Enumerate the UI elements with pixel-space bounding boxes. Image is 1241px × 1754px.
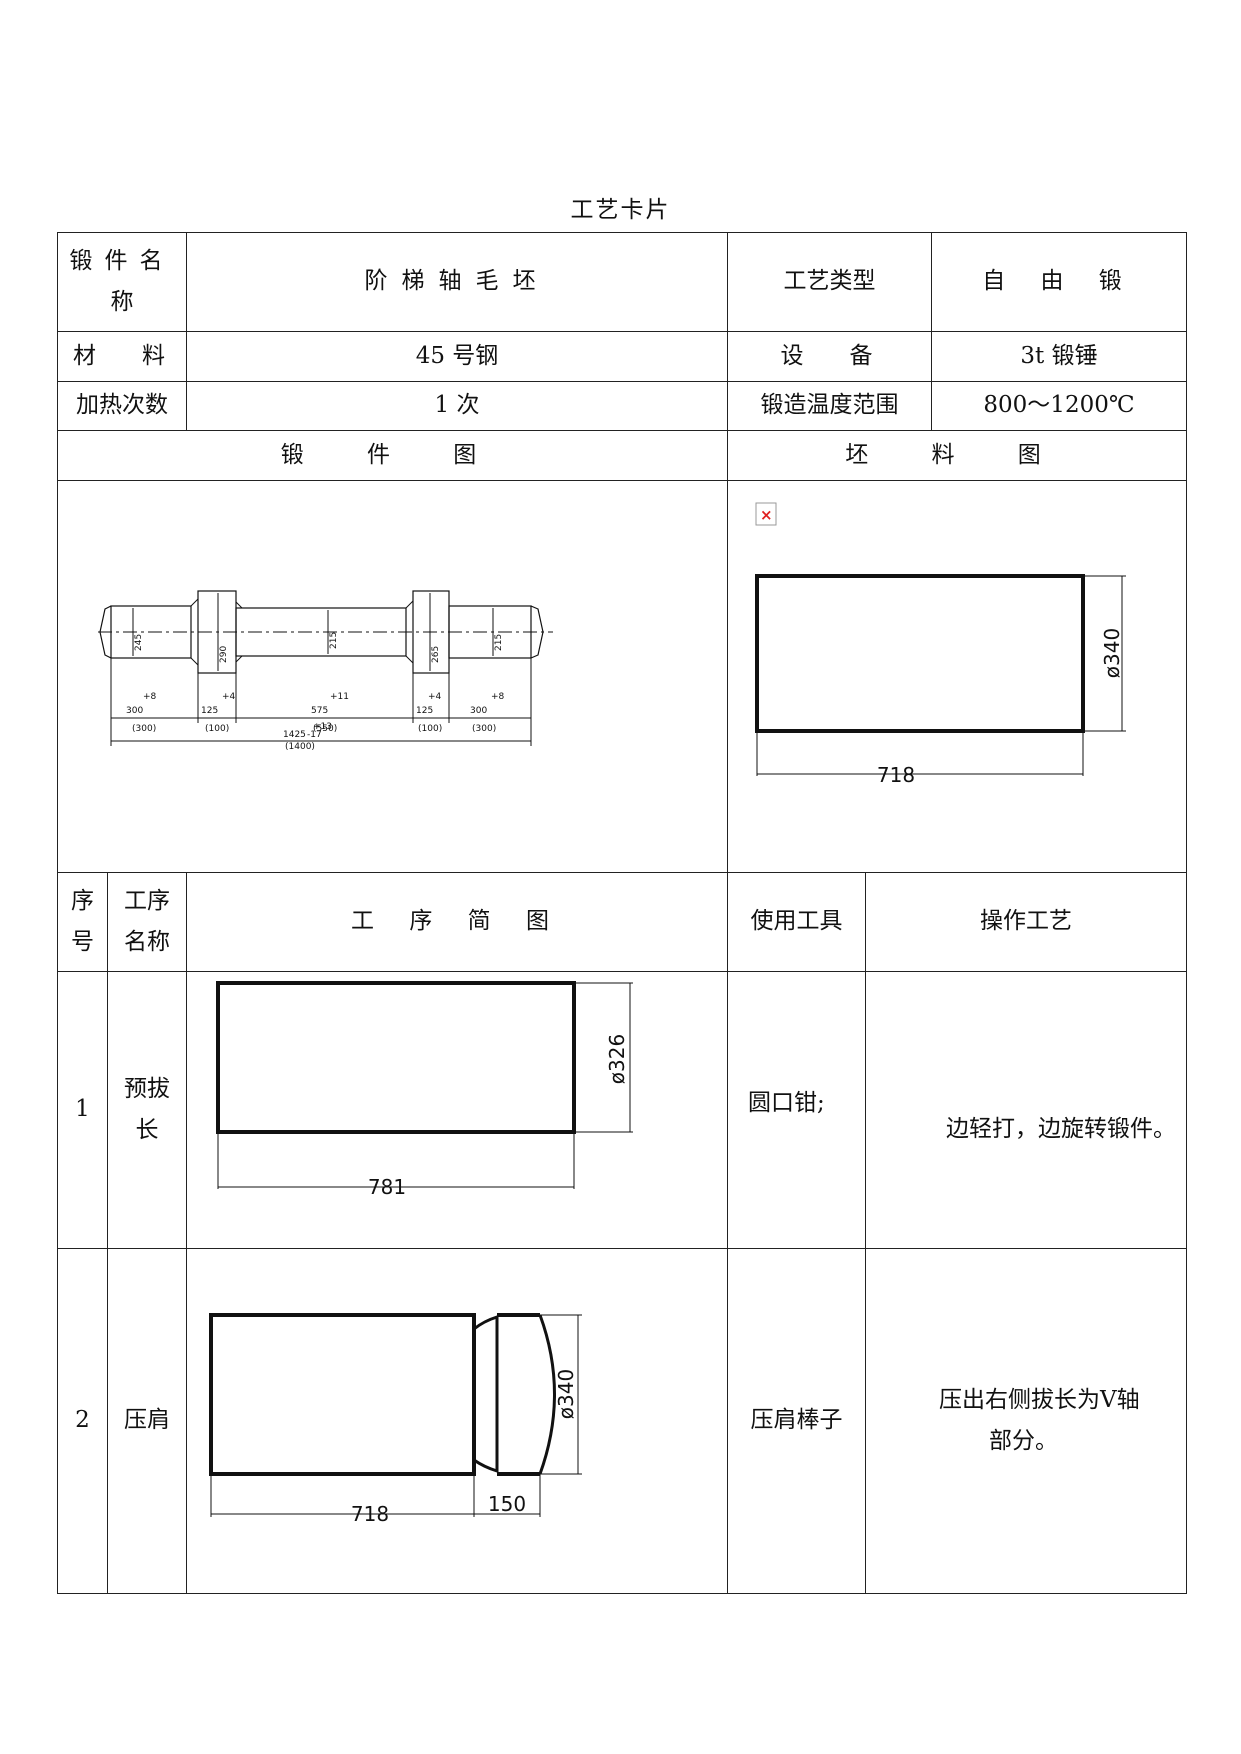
dim-shoulder-left-ref: (100) — [205, 724, 229, 734]
step-2-tool: 压肩棒子 — [727, 1248, 866, 1594]
forging-name-label-line1: 锻件名 — [69, 247, 175, 274]
dim-total-ref: (1400) — [285, 742, 315, 752]
heating-times-label: 加热次数 — [57, 381, 187, 431]
forging-drawing: 245 290 215 265 215 +8 300 (300) +4 125 … — [98, 590, 553, 752]
dim-shoulder-right-tol: +4 — [428, 692, 442, 702]
seq-header-line2: 号 — [71, 929, 94, 955]
forging-drawing-cell: 245 290 215 265 215 +8 300 (300) +4 125 … — [57, 480, 728, 873]
step-2-seq: 2 — [57, 1248, 108, 1594]
dim-shoulder-left-tol: +4 — [222, 692, 236, 702]
dim-left-ref: (300) — [132, 724, 156, 734]
billet-length-label: 718 — [877, 763, 915, 787]
dim-total: 1425 — [283, 730, 306, 740]
forging-name-label-line2: 称 — [110, 289, 134, 315]
billet-drawing: × 718 ø340 — [755, 502, 1126, 787]
step-1-operation: 边轻打，边旋转锻件。 — [865, 971, 1187, 1249]
step-1-diagram: 781 ø326 — [216, 981, 633, 1199]
dia-mark-5: 215 — [494, 634, 504, 651]
dim-mid-ref: (550) — [313, 724, 337, 734]
step-2-operation: 压出右侧拔长为Ⅴ轴 部分。 — [865, 1248, 1187, 1594]
equipment-value: 3t 锻锤 — [931, 331, 1187, 382]
heating-times-value: 1 次 — [186, 381, 728, 431]
step-1-length-label: 781 — [368, 1175, 406, 1199]
dim-left-tol: +8 — [143, 692, 157, 702]
step-2-operation-line1: 压出右侧拔长为Ⅴ轴 — [939, 1386, 1140, 1413]
step-1-tool: 圆口钳; — [727, 971, 866, 1249]
material-label: 材 料 — [57, 331, 187, 382]
dim-shoulder-left: 125 — [201, 706, 218, 716]
forging-temp-label: 锻造温度范围 — [727, 381, 932, 431]
step-2-length-label: 718 — [351, 1502, 389, 1526]
step-2-diagram: 718 150 ø340 — [209, 1313, 582, 1526]
step-1-name-line2: 长 — [135, 1117, 159, 1143]
dia-mark-2: 290 — [219, 646, 229, 663]
document-title: 工艺卡片 — [570, 197, 671, 223]
tools-header: 使用工具 — [727, 872, 866, 972]
dim-right-tol: +8 — [491, 692, 505, 702]
billet-drawing-cell: × 718 ø340 — [727, 480, 1187, 873]
step-name-header-line1: 工序 — [124, 887, 170, 914]
step-2-diameter-label: ø340 — [554, 1369, 578, 1419]
step-1-name-line1: 预拔 — [124, 1075, 170, 1102]
step-name-header-line2: 名称 — [124, 929, 170, 955]
dim-right-ref: (300) — [472, 724, 496, 734]
forging-temp-value: 800～1200℃ — [931, 381, 1187, 431]
dim-total-tol: +13 — [313, 722, 332, 732]
material-value: 45 号钢 — [186, 331, 728, 382]
dim-shoulder-right: 125 — [416, 706, 433, 716]
step-name-header: 工序 名称 — [107, 872, 187, 972]
seq-header-line1: 序 — [71, 887, 94, 914]
step-1-diagram-cell: 781 ø326 — [186, 971, 728, 1249]
step-2-diagram-cell: 718 150 ø340 — [186, 1248, 728, 1594]
operation-header: 操作工艺 — [865, 872, 1187, 972]
forging-name-label-cell: 锻件名 称 — [57, 232, 187, 332]
dim-shoulder-right-ref: (100) — [418, 724, 442, 734]
dim-mid: 575 — [311, 706, 328, 716]
step-2-shoulder-label: 150 — [488, 1492, 526, 1516]
forging-drawing-label: 锻 件 图 — [57, 430, 728, 481]
broken-image-icon: × — [755, 502, 777, 526]
process-type-label: 工艺类型 — [727, 232, 932, 332]
equipment-label: 设 备 — [727, 331, 932, 382]
dim-total-tol-low: -17 — [307, 730, 322, 740]
dim-right: 300 — [470, 706, 487, 716]
svg-text:×: × — [760, 506, 773, 524]
dim-mid-tol: +11 — [330, 692, 349, 702]
step-2-name: 压肩 — [107, 1248, 187, 1594]
forging-name-value: 阶梯轴毛坯 — [186, 232, 728, 332]
seq-header: 序 号 — [57, 872, 108, 972]
dia-mark-4: 265 — [431, 646, 441, 663]
step-1-name: 预拔 长 — [107, 971, 187, 1249]
step-1-seq: 1 — [57, 971, 108, 1249]
dia-mark-1: 245 — [134, 634, 144, 651]
dim-left: 300 — [126, 706, 143, 716]
step-1-diameter-label: ø326 — [605, 1034, 629, 1084]
billet-drawing-label: 坯 料 图 — [727, 430, 1187, 481]
billet-diameter-label: ø340 — [1100, 628, 1124, 678]
step-2-operation-line2: 部分。 — [989, 1428, 1058, 1454]
dia-mark-3: 215 — [329, 632, 339, 649]
process-type-value: 自 由 锻 — [931, 232, 1187, 332]
step-diagram-header: 工 序 简 图 — [186, 872, 728, 972]
